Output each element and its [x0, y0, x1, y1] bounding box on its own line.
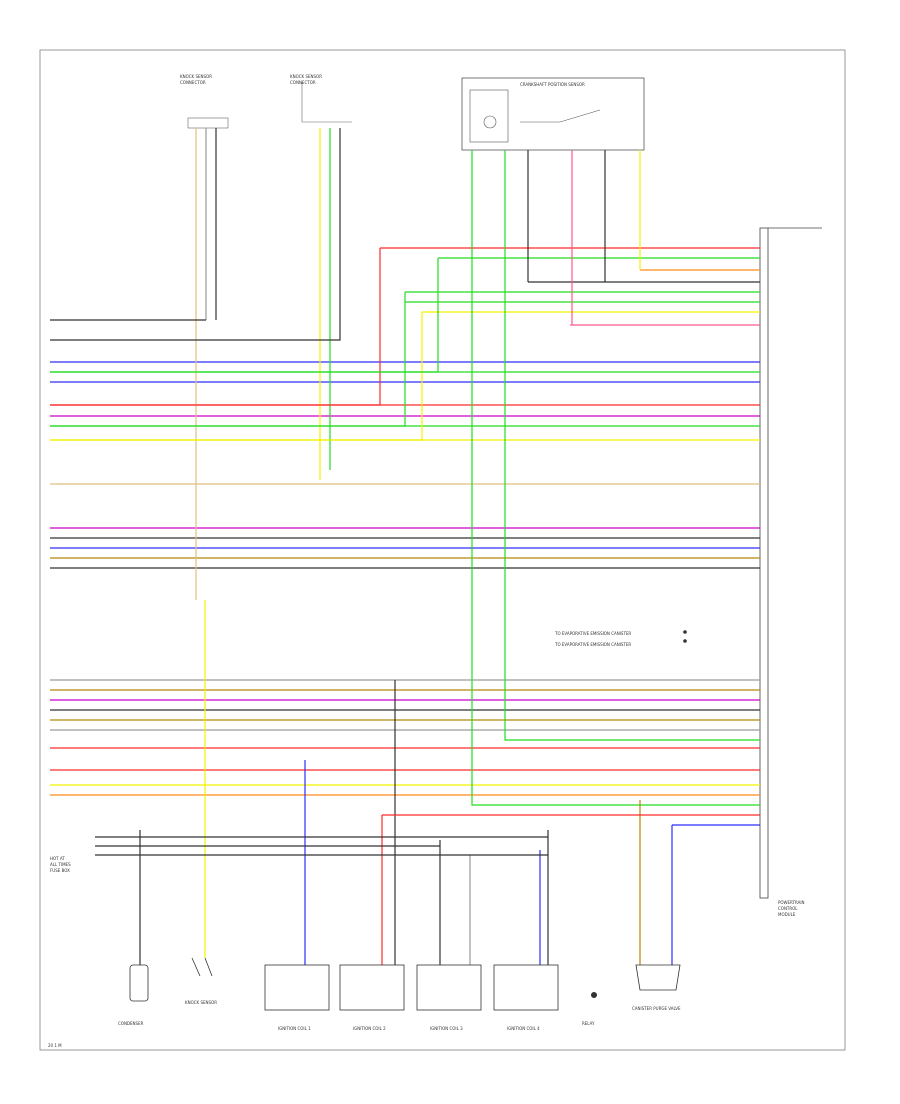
ign1-label: IGNITION COIL 1 [278, 1026, 311, 1031]
ign-coil-2 [339, 964, 405, 1011]
knock-right-label: KNOCK SENSOR [290, 74, 322, 79]
ign-coil-4 [493, 964, 559, 1011]
knock-connector-right: KNOCK SENSOR CONNECTOR [290, 74, 352, 123]
corner-code: 20 1 M [48, 1043, 62, 1048]
ign4-label: IGNITION COIL 4 [507, 1026, 540, 1031]
ign3-label: IGNITION COIL 3 [430, 1026, 463, 1031]
crank-sensor-label: CRANKSHAFT POSITION SENSOR [520, 82, 585, 87]
relay-label: RELAY [582, 1021, 595, 1026]
ign-coil-1 [264, 964, 330, 1011]
diagram-frame [39, 49, 846, 1051]
evap-note-2: TO EVAPORATIVE EMISSION CANISTER [554, 642, 631, 647]
wire-group [50, 128, 760, 965]
condenser-component: CONDENSER [118, 964, 149, 1026]
green-up [50, 292, 406, 427]
pcm-connector [759, 227, 769, 899]
evap-note-1: TO EVAPORATIVE EMISSION CANISTER [554, 631, 631, 636]
knock-sensor-label: KNOCK SENSOR [185, 1000, 217, 1005]
crank-w1 [471, 150, 760, 806]
green-up-2 [50, 258, 439, 373]
evap-dot-1 [683, 630, 687, 634]
purge-valve-label: CANISTER PURGE VALVE [632, 1006, 681, 1011]
ign2-label: IGNITION COIL 2 [353, 1026, 386, 1031]
red-up [50, 248, 381, 406]
evap-dot-2 [683, 639, 687, 643]
knock-right-w3 [50, 128, 341, 341]
ignition-coils: IGNITION COIL 1 IGNITION COIL 2 IGNITION… [264, 964, 559, 1031]
ign-coil-3 [416, 964, 482, 1011]
fuse-label-3: FUSE BOX [50, 868, 70, 873]
condenser-label: CONDENSER [118, 1021, 144, 1026]
purge-valve-component: CANISTER PURGE VALVE [632, 964, 681, 1011]
pcm-label-3: MODULE [778, 912, 796, 917]
fuse-label-2: ALL TIMES [50, 862, 71, 867]
knock-right-sub: CONNECTOR [290, 80, 316, 85]
knock-left-sub: CONNECTOR [180, 80, 206, 85]
pcm-label-1: POWERTRAIN [778, 900, 805, 905]
relay-component: RELAY [582, 992, 597, 1026]
knock-connector-left: KNOCK SENSOR CONNECTOR [180, 74, 229, 129]
crank-sensor-box: CRANKSHAFT POSITION SENSOR [461, 77, 645, 151]
crank-w2 [504, 150, 760, 741]
knock-sensor-component: KNOCK SENSOR [185, 957, 217, 1005]
knock-left-label: KNOCK SENSOR [180, 74, 212, 79]
fuse-label-1: HOT AT [50, 856, 65, 861]
pcm-label-2: CONTROL [778, 906, 798, 911]
yellow-up [50, 312, 423, 441]
